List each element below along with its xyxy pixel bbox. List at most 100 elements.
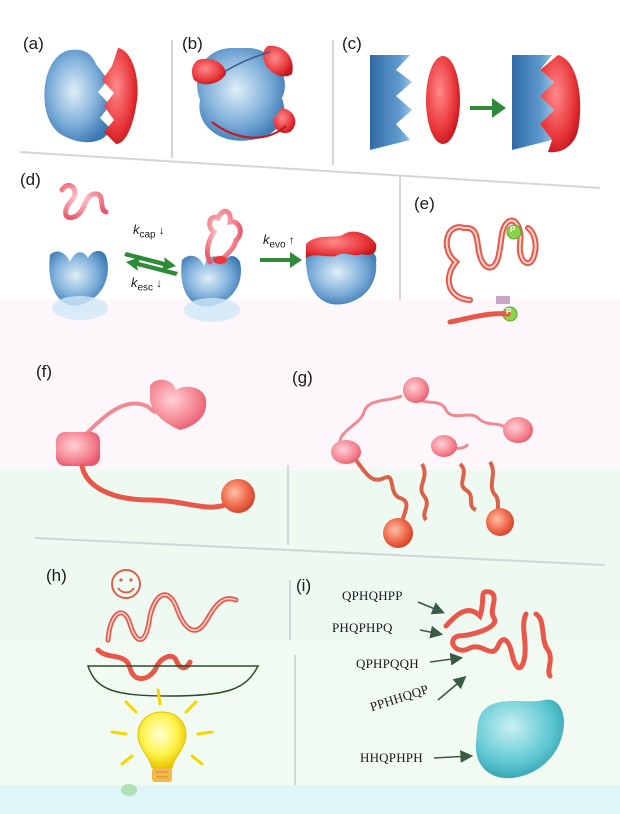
panel-g-wiggle-2 <box>413 396 510 432</box>
panel-g-blob-left <box>331 440 361 464</box>
rate-k-cap-arrow: ↓ <box>158 223 165 237</box>
panel-g-blob-bottom-right <box>486 508 514 536</box>
panel-d-free-chain <box>59 182 109 220</box>
panel-e-anchor <box>496 296 510 304</box>
panel-h-chain-lower <box>95 647 193 681</box>
panel-i-illustration <box>417 589 564 779</box>
panel-f-label: (f) <box>36 362 53 381</box>
panel-g-label: (g) <box>292 368 313 387</box>
panel-i-label: (i) <box>296 576 312 595</box>
panel-d-label: (d) <box>20 170 41 189</box>
panel-a-label: (a) <box>23 34 44 53</box>
panel-g-chain-7 <box>488 460 502 518</box>
panel-f-ball-domain <box>221 479 255 513</box>
panel-c-blue-receptor <box>370 55 412 150</box>
phospho-marker-top: P <box>510 225 516 234</box>
background-band-mint <box>0 470 620 640</box>
panel-f-linker-bottom <box>79 463 239 510</box>
panel-d-folded-partner <box>306 231 377 258</box>
panel-d-arrow-back <box>126 257 178 276</box>
panel-b-red-segment-top-left <box>191 58 226 85</box>
panel-e-phospho-site-top <box>506 224 522 240</box>
panel-i-folded-protein <box>475 699 564 779</box>
panel-h-chain-upper-hl <box>107 594 237 641</box>
panel-d-cell-ghost <box>52 296 108 320</box>
rate-k-esc-arrow: ↓ <box>156 276 163 290</box>
panel-h-ghost-cup <box>121 784 137 796</box>
sequence-3: QPHPQQH <box>356 656 419 671</box>
phospho-marker-bottom: P <box>506 307 512 316</box>
panel-b-linker <box>211 121 287 139</box>
panel-i-arrow-3 <box>429 652 464 666</box>
rate-k-cap-symbol: k <box>133 222 140 237</box>
panel-h-illustration <box>86 569 260 796</box>
panel-a-red-partner <box>102 48 138 144</box>
rate-k-cap: kcap↓ <box>133 222 165 241</box>
panel-i-arrow-1 <box>417 601 445 615</box>
lightbulb-icon <box>110 688 214 782</box>
panel-f-illustration <box>56 379 255 513</box>
panel-dividers <box>19 40 606 785</box>
panel-b-illustration <box>191 45 296 141</box>
panel-b-linker-top <box>223 51 271 73</box>
panel-f-linker-top <box>84 401 164 436</box>
panel-g-blob-right <box>503 417 533 443</box>
panel-c-blue-complex <box>512 55 554 150</box>
panel-h-bowl <box>86 665 260 697</box>
panel-e-chain-highlight <box>445 219 537 301</box>
panel-g-blob-top <box>403 377 429 403</box>
panel-a-illustration <box>44 48 138 144</box>
panel-i-arrow-5 <box>433 750 474 763</box>
panel-g-chain-5 <box>419 463 429 522</box>
sequence-5: HHQPHPH <box>360 750 423 765</box>
panel-b-label: (b) <box>182 34 203 53</box>
panel-i-chain-extra <box>533 611 553 679</box>
panel-i-chain <box>443 589 529 671</box>
rate-k-cap-sub: cap <box>139 229 156 241</box>
panel-c-label: (c) <box>342 34 362 53</box>
panel-e-label: (e) <box>414 194 435 213</box>
rate-k-evo-symbol: k <box>263 232 270 247</box>
sequence-1: QPHQHPP <box>342 588 403 603</box>
panel-b-red-segment-top-right <box>263 45 293 77</box>
panel-d-captured-chain <box>205 208 243 265</box>
panel-f-domain-heart <box>150 379 207 430</box>
panel-b-red-segment-bottom-right <box>273 108 296 134</box>
panel-g-blob-bottom-left <box>383 518 413 548</box>
panel-f-square-domain <box>56 432 100 466</box>
rate-k-esc-symbol: k <box>131 275 138 290</box>
panel-d-arrow-evolve <box>260 252 302 268</box>
panel-e-tail <box>447 311 511 325</box>
background-band-cyan <box>0 785 620 814</box>
panel-d-receptor-2 <box>181 255 241 307</box>
rate-k-esc: kesc↓ <box>131 275 162 294</box>
panel-c-red-ligand <box>426 56 460 144</box>
rate-k-evo: kevo↑ <box>263 232 295 251</box>
panel-i-arrow-4 <box>437 675 467 701</box>
panel-d-bound-tip <box>213 256 227 264</box>
panel-e-illustration <box>443 217 539 325</box>
panel-d-illustration <box>49 182 377 322</box>
panel-c-illustration <box>370 55 581 153</box>
panel-c-red-bound <box>540 55 581 153</box>
rate-k-esc-sub: esc <box>137 282 154 294</box>
panel-c-arrow <box>470 98 506 118</box>
panel-g-chain-4 <box>354 458 409 523</box>
panel-d-receptor-3 <box>305 246 377 305</box>
panel-d-cell-ghost-2 <box>184 298 240 322</box>
rate-k-evo-sub: evo <box>269 239 286 251</box>
panel-i-arrow-2 <box>419 625 444 639</box>
panel-d-receptor-1 <box>49 250 108 306</box>
rate-k-evo-arrow: ↑ <box>288 233 295 247</box>
panel-g-illustration <box>331 377 533 548</box>
panel-a-blue-protein <box>44 49 110 143</box>
panel-g-wiggle-1 <box>338 394 403 449</box>
panel-h-label: (h) <box>46 566 67 585</box>
panel-d-arrow-forward <box>124 252 176 271</box>
panel-g-chain-6 <box>458 462 478 512</box>
panel-g-blob-center <box>431 435 457 457</box>
smiley-face-icon <box>111 569 141 599</box>
sequence-2: PHQPHPQ <box>332 620 393 635</box>
